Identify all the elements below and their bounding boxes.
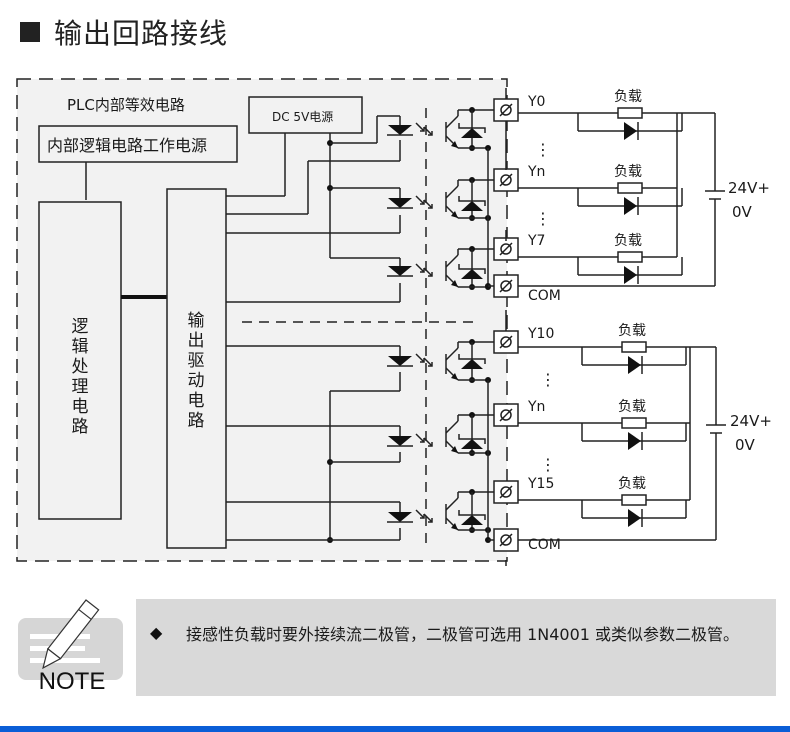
section-heading: 输出回路接线: [20, 14, 228, 50]
emitter-arrow: [451, 446, 458, 453]
load-resistor-icon: [617, 251, 643, 263]
internal-power-label: 内部逻辑电路工作电源: [47, 136, 207, 155]
note-box: ◆ 接感性负载时要外接续流二极管，二极管可选用 1N4001 或类似参数二极管。: [136, 599, 776, 696]
terminal-label: Y10: [527, 326, 554, 342]
vertical-char: 路: [72, 417, 89, 437]
led-diode-icon: [388, 356, 412, 366]
logic-block: [38, 201, 122, 520]
vertical-char: 辑: [72, 337, 89, 357]
collector: [445, 254, 459, 268]
vertical-char: 电: [72, 397, 89, 417]
freewheel-diode-icon: [624, 197, 637, 215]
com-label: COM: [528, 537, 561, 553]
supply-plus-g2: 24V+: [730, 412, 772, 430]
led-diode-icon: [388, 198, 412, 208]
plc-boundary-dashed: [16, 78, 508, 562]
light-arrows-icon: [415, 353, 433, 367]
emitter-arrow: [451, 211, 458, 218]
load-resistor-icon: [617, 107, 643, 119]
dc5v-box: [248, 96, 363, 134]
light-arrows-icon: [415, 122, 433, 136]
protection-diode-icon: [461, 359, 483, 369]
ellipsis-g2b: ⋮: [540, 455, 556, 474]
load-label: 负载: [618, 399, 646, 415]
led-diode-icon: [388, 436, 412, 446]
load-resistor-icon: [621, 494, 647, 506]
terminal-label: Yn: [527, 399, 545, 415]
ellipsis-g1b: ⋮: [535, 209, 551, 228]
emitter-arrow: [451, 523, 458, 530]
supply-minus-g1: 0V: [732, 203, 753, 221]
load-label: 负载: [618, 323, 646, 339]
led-diode-icon: [388, 512, 412, 522]
led-diode-icon: [388, 266, 412, 276]
internal-power-box: [38, 125, 238, 163]
freewheel-diode-icon: [628, 509, 641, 527]
emitter-arrow: [451, 280, 458, 287]
vertical-char: 驱: [188, 351, 205, 371]
vertical-char: 理: [72, 377, 89, 397]
dc5v-label: DC 5V电源: [272, 110, 333, 124]
load-resistor-icon: [617, 182, 643, 194]
led-diode-icon: [388, 125, 412, 135]
terminal-label: Y15: [527, 476, 554, 492]
vertical-char: 出: [188, 331, 205, 351]
load-label: 负载: [614, 89, 642, 105]
driver-block: [166, 188, 227, 549]
freewheel-diode-icon: [628, 432, 641, 450]
collector: [445, 420, 459, 434]
com-label: COM: [528, 288, 561, 304]
protection-diode-icon: [461, 515, 483, 525]
vertical-char: 动: [188, 371, 205, 391]
terminal-label: Y7: [527, 233, 545, 249]
vertical-char: 逻: [72, 317, 89, 337]
light-arrows-icon: [415, 509, 433, 523]
collector: [445, 185, 459, 199]
supply-minus-g2: 0V: [735, 436, 756, 454]
note-pencil-icon: [18, 599, 123, 680]
load-label: 负载: [618, 476, 646, 492]
supply-plus-g1: 24V+: [728, 179, 770, 197]
load-label: 负载: [614, 233, 642, 249]
emitter-arrow: [451, 373, 458, 380]
terminal-label: Y0: [527, 94, 545, 110]
freewheel-diode-icon: [624, 122, 637, 140]
freewheel-diode-icon: [628, 356, 641, 374]
load-resistor-icon: [621, 417, 647, 429]
light-arrows-icon: [415, 433, 433, 447]
collector: [445, 347, 459, 361]
note-label: NOTE: [38, 668, 106, 695]
terminal-label: Yn: [527, 164, 545, 180]
note-text: 接感性负载时要外接续流二极管，二极管可选用 1N4001 或类似参数二极管。: [186, 625, 740, 644]
light-arrows-icon: [415, 263, 433, 277]
protection-diode-icon: [461, 128, 483, 138]
load-resistor-icon: [621, 341, 647, 353]
plc-box-label: PLC内部等效电路: [67, 96, 185, 114]
collector: [445, 115, 459, 129]
emitter-arrow: [451, 141, 458, 148]
diamond-bullet-icon: ◆: [150, 623, 163, 642]
vertical-char: 输: [188, 311, 205, 331]
ellipsis-g1a: ⋮: [535, 140, 551, 159]
protection-diode-icon: [461, 201, 483, 211]
bottom-accent-bar: [0, 726, 790, 732]
protection-diode-icon: [461, 439, 483, 449]
load-label: 负载: [614, 164, 642, 180]
protection-diode-icon: [461, 269, 483, 279]
freewheel-diode-icon: [624, 266, 637, 284]
heading-square-icon: [20, 22, 40, 42]
vertical-char: 电: [188, 391, 205, 411]
collector: [445, 497, 459, 511]
vertical-char: 处: [72, 357, 89, 377]
section-title: 输出回路接线: [54, 17, 229, 50]
light-arrows-icon: [415, 195, 433, 209]
vertical-char: 路: [188, 411, 205, 431]
ellipsis-g2a: ⋮: [540, 370, 556, 389]
